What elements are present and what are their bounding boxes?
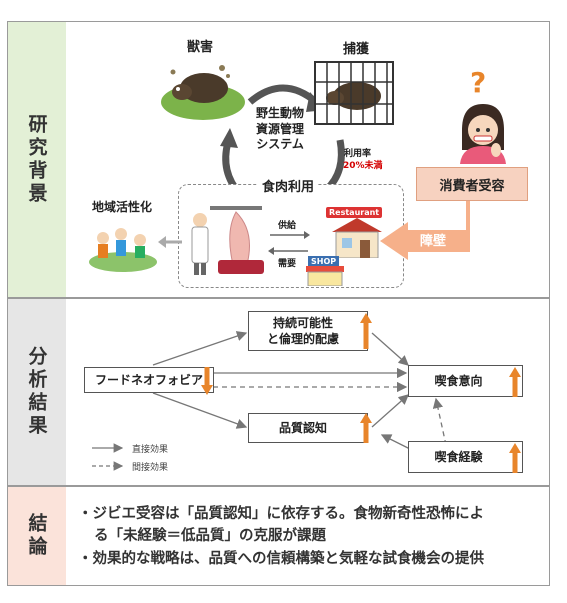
supply-demand-arrows bbox=[268, 231, 310, 255]
shop-illustration bbox=[306, 266, 344, 286]
conclusion-bullet-1-line-1: ・ジビエ受容は「品質認知」に依存する。食物新奇性恐怖によ bbox=[78, 506, 484, 522]
food-neophobia-label: フードネオフォビア bbox=[95, 372, 204, 387]
capture-label: 捕獲 bbox=[343, 42, 370, 57]
quality-up-arrow bbox=[360, 413, 372, 443]
background-label: 研究背景 bbox=[25, 113, 48, 206]
conclusion-section: 結論 ・ジビエ受容は「品質認知」に依存する。食物新奇性恐怖によ る「未経験＝低品… bbox=[7, 486, 550, 586]
usage-rate-value: 20%未満 bbox=[343, 161, 383, 171]
conclusion-text: ・ジビエ受容は「品質認知」に依存する。食物新奇性恐怖によ る「未経験＝低品質」の… bbox=[78, 503, 548, 570]
results-label: 分析結果 bbox=[25, 346, 48, 438]
food-neophobia-box: フードネオフォビア bbox=[84, 367, 214, 393]
restaurant-sign: Restaurant bbox=[326, 207, 383, 218]
sustainability-ethics-label: 持続可能性 と倫理的配慮 bbox=[266, 315, 339, 346]
supply-label: 供給 bbox=[278, 221, 297, 231]
background-section: 研究背景 獣害 捕獲 野生動物 資源管理 システム 利用率 20%未満 食肉利 bbox=[7, 21, 550, 298]
demand-label: 需要 bbox=[278, 259, 297, 269]
worried-consumer-illustration bbox=[460, 104, 506, 164]
results-section: 分析結果 持続可能性 と倫理的配慮 フードネオフォビア 喫食意向 bbox=[7, 298, 550, 486]
sustainability-ethics-box: 持続可能性 と倫理的配慮 bbox=[248, 311, 368, 351]
caged-boar-illustration bbox=[314, 61, 394, 125]
regional-activation-label: 地域活性化 bbox=[92, 200, 153, 214]
path-arrows bbox=[92, 331, 447, 471]
conclusion-bullet-2: ・効果的な戦略は、品質への信頼構築と気軽な試食機会の提供 bbox=[78, 550, 484, 567]
legend-indirect-effect: 間接効果 bbox=[132, 463, 169, 473]
barrier-arrow bbox=[380, 222, 470, 260]
eating-experience-label: 喫食経験 bbox=[434, 449, 483, 464]
meat-use-label: 食肉利用 bbox=[258, 176, 319, 195]
experience-up-arrow bbox=[509, 443, 521, 473]
usage-rate-label: 利用率 bbox=[344, 149, 372, 159]
community-illustration bbox=[89, 228, 157, 272]
food-neophobia-down-arrow bbox=[201, 367, 213, 395]
background-sidebar: 研究背景 bbox=[8, 22, 66, 297]
legend-direct-effect: 直接効果 bbox=[132, 445, 169, 455]
butcher-illustration bbox=[191, 206, 264, 275]
eating-intention-label: 喫食意向 bbox=[434, 373, 483, 388]
meat-to-region-arrow bbox=[158, 236, 182, 248]
eating-intention-box: 喫食意向 bbox=[408, 365, 523, 397]
eating-experience-box: 喫食経験 bbox=[408, 441, 523, 473]
intention-up-arrow bbox=[509, 367, 521, 397]
results-sidebar: 分析結果 bbox=[8, 299, 66, 485]
system-label: 野生動物 資源管理 システム bbox=[256, 106, 305, 152]
question-mark: ? bbox=[470, 66, 487, 99]
conclusion-bullet-1-line-2: る「未経験＝低品質」の克服が課題 bbox=[94, 528, 326, 545]
damage-label: 獣害 bbox=[187, 40, 214, 55]
boar-damage-illustration bbox=[161, 65, 245, 120]
conclusion-sidebar: 結論 bbox=[8, 487, 66, 585]
consumer-acceptance-label: 消費者受容 bbox=[439, 178, 505, 194]
sustainability-up-arrow bbox=[360, 313, 372, 349]
restaurant-illustration bbox=[332, 218, 382, 258]
shop-sign: SHOP bbox=[308, 256, 340, 267]
barrier-label: 障壁 bbox=[420, 234, 447, 249]
quality-perception-box: 品質認知 bbox=[248, 413, 368, 443]
conclusion-label: 結論 bbox=[25, 513, 48, 559]
consumer-acceptance-box: 消費者受容 bbox=[416, 167, 528, 201]
quality-perception-label: 品質認知 bbox=[278, 420, 327, 435]
